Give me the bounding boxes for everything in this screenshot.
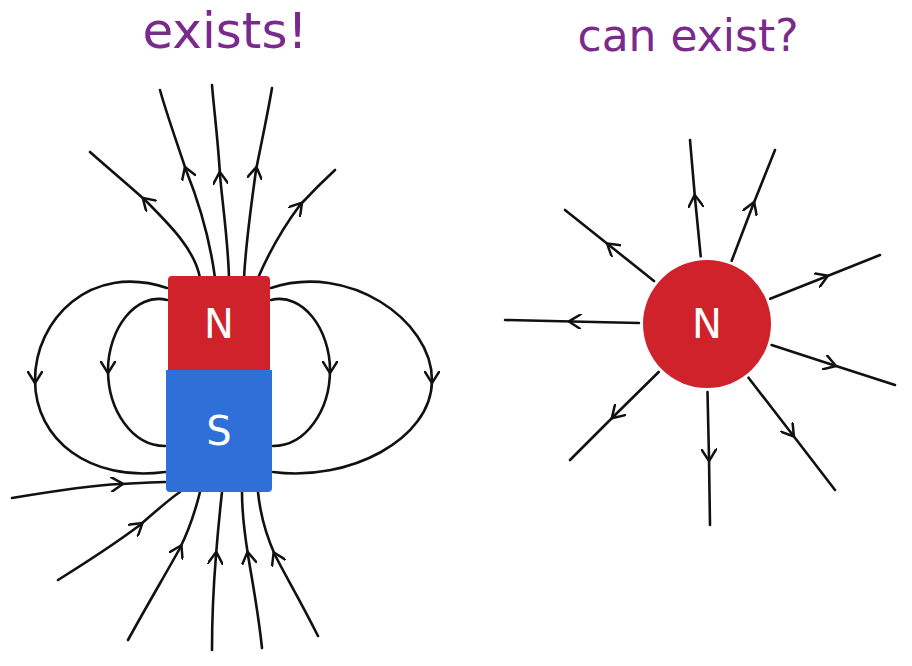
field-line bbox=[58, 492, 180, 580]
field-line bbox=[212, 85, 229, 278]
field-line bbox=[505, 320, 639, 323]
pole-letter: N bbox=[204, 302, 234, 346]
pole-letter: N bbox=[692, 302, 722, 346]
field-line bbox=[708, 392, 711, 525]
heading-label: exists! bbox=[142, 4, 307, 59]
field-line bbox=[690, 140, 701, 256]
monopole-field bbox=[505, 140, 895, 525]
monopole-circle: N bbox=[643, 260, 771, 388]
field-line bbox=[160, 90, 215, 278]
bar-magnet-field bbox=[12, 85, 432, 650]
field-line bbox=[35, 282, 167, 474]
pole-letter: S bbox=[206, 409, 231, 453]
field-line bbox=[271, 299, 330, 446]
field-line bbox=[770, 255, 880, 299]
field-line bbox=[128, 492, 200, 640]
field-line bbox=[90, 152, 200, 278]
field-line bbox=[242, 492, 262, 648]
circle-fill bbox=[643, 260, 771, 388]
field-line bbox=[749, 378, 836, 490]
south-pole: S bbox=[166, 370, 272, 492]
field-line bbox=[570, 372, 659, 460]
field-line bbox=[271, 282, 432, 474]
field-line bbox=[12, 482, 165, 498]
field-line bbox=[732, 150, 775, 261]
field-line bbox=[244, 88, 272, 278]
field-line bbox=[565, 210, 654, 281]
field-line bbox=[772, 345, 895, 385]
field-line bbox=[258, 492, 318, 636]
field-line bbox=[258, 170, 335, 278]
north-pole: N bbox=[168, 276, 270, 372]
heading-label: can exist? bbox=[577, 12, 798, 60]
field-line bbox=[108, 299, 167, 446]
field-line bbox=[212, 492, 222, 650]
